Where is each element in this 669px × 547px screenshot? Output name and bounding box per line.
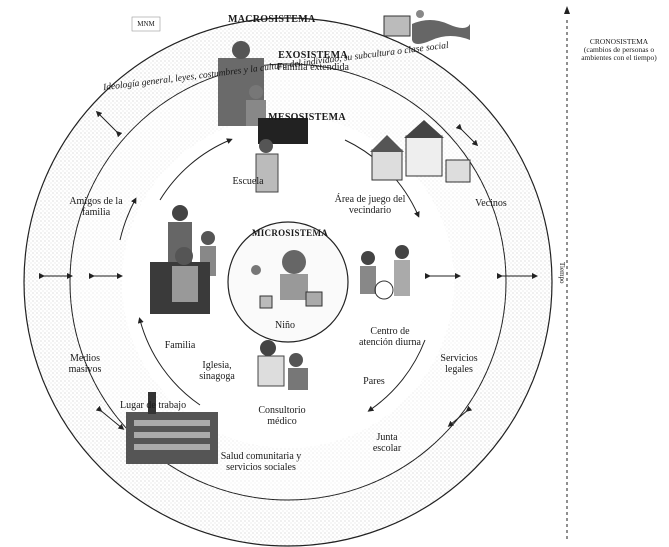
meso-arrow-1: [159, 138, 233, 201]
workplace-label: Lugar de trabajo: [120, 400, 187, 411]
child-label: Niño: [275, 320, 295, 331]
daycare-illustration: [360, 245, 410, 300]
child-illustration: [251, 250, 323, 309]
neighbors-illustration: [370, 120, 471, 183]
daycare-label: Centro de atención diurna: [359, 326, 421, 348]
chronosystem-description: (cambios de personas o ambientes con el …: [581, 45, 657, 62]
exosystem-subtitle: Familia extendida: [277, 62, 349, 73]
play-area-label: Área de juego del vecindario: [334, 194, 406, 216]
school-label: Escuela: [232, 176, 264, 187]
school-board-label: Junta escolar: [372, 432, 402, 454]
school-illustration: [255, 118, 308, 193]
mesosystem-title: MESOSISTEMA: [268, 112, 346, 123]
community-health-label: Salud comunitaria y servicios sociales: [220, 451, 302, 473]
family-label: Familia: [164, 340, 196, 351]
family-illustration: [150, 205, 216, 314]
badge-box: [131, 16, 161, 32]
exosystem-title: EXOSISTEMA: [278, 50, 348, 61]
microsystem-title: MICROSISTEMA: [251, 228, 329, 238]
neighbors-label: Vecinos: [475, 198, 507, 209]
chronosystem-box: CRONOSISTEMA (cambios de personas o ambi…: [573, 38, 665, 62]
legal-services-label: Servicios legales: [440, 353, 478, 375]
link-arrows: [39, 110, 538, 430]
flags-illustration: [383, 10, 470, 44]
badge-label: MNM: [137, 20, 155, 28]
peers-label: Pares: [363, 376, 385, 387]
workplace-illustration: [126, 392, 218, 464]
chronosystem-title: CRONOSISTEMA: [589, 37, 649, 46]
extended-family-illustration: [218, 41, 266, 126]
church-label: Iglesia, sinagoga: [199, 360, 235, 382]
doctor-office-label: Consultorio médico: [258, 405, 306, 427]
time-axis-label: Tiempo: [558, 262, 566, 284]
macrosystem-title: MACROSISTEMA: [228, 14, 316, 25]
meso-arrow-3: [367, 339, 426, 412]
meso-arrow-4: [137, 317, 201, 406]
doctor-illustration: [257, 340, 308, 390]
mass-media-label: Medios masivos: [68, 353, 102, 375]
family-friends-label: Amigos de la familia: [69, 196, 123, 218]
